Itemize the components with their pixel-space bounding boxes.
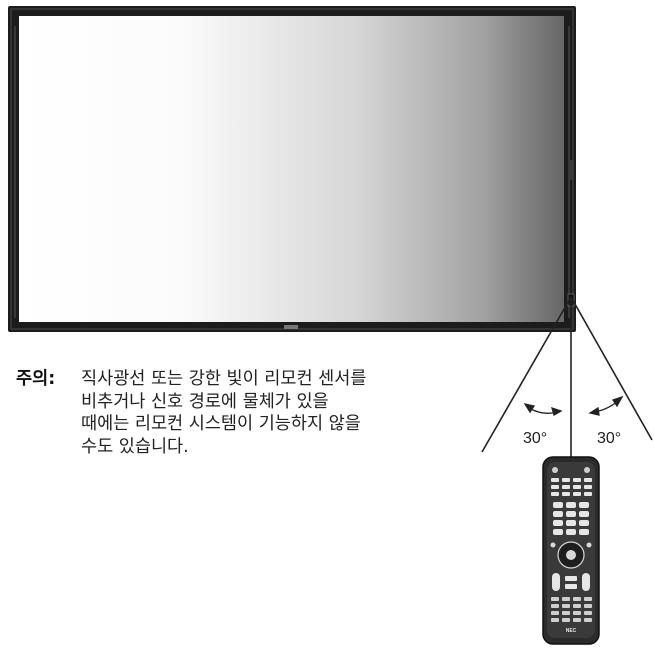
remote-button-grid-top bbox=[551, 478, 592, 496]
arrowhead-right-start bbox=[588, 406, 600, 416]
caution-line: 비추거나 신호 경로에 물체가 있을 bbox=[81, 391, 329, 412]
remote-power-button bbox=[552, 467, 558, 473]
monitor-screen bbox=[19, 16, 564, 322]
monitor-logo bbox=[284, 325, 298, 329]
angle-label-right: 30° bbox=[597, 430, 621, 447]
caution-line: 수도 있습니다. bbox=[81, 436, 189, 457]
arrowhead-left-start bbox=[523, 403, 536, 414]
angle-label-left: 30° bbox=[523, 430, 547, 447]
remote-button-grid-bottom bbox=[551, 597, 592, 622]
remote-side-button-right bbox=[586, 542, 592, 548]
caution-line: 때에는 리모컨 시스템이 기능하지 않을 bbox=[81, 414, 361, 434]
monitor bbox=[8, 6, 576, 332]
signal-line-right bbox=[570, 296, 653, 441]
remote-mute-button-2 bbox=[565, 584, 577, 589]
remote-number-pad bbox=[553, 502, 589, 535]
remote-channel-rocker bbox=[582, 573, 590, 591]
signal-line-left bbox=[481, 296, 572, 453]
angle-arrows bbox=[523, 395, 624, 416]
remote-dpad-center bbox=[566, 550, 576, 560]
monitor-side-button bbox=[570, 160, 574, 180]
remote-control: NEC bbox=[542, 456, 600, 645]
arrowhead-left-end bbox=[551, 406, 563, 416]
caution-line: 직사광선 또는 강한 빛이 리모컨 센서를 bbox=[81, 369, 367, 389]
caution-text: 직사광선 또는 강한 빛이 리모컨 센서를 비추거나 신호 경로에 물체가 있을… bbox=[81, 368, 481, 458]
arrowhead-right-end bbox=[611, 395, 624, 408]
remote-side-button-left bbox=[550, 542, 556, 548]
remote-power-button-2 bbox=[584, 467, 590, 473]
caution-label: 주의: bbox=[16, 369, 56, 389]
remote-mute-button bbox=[565, 576, 577, 581]
remote-volume-rocker bbox=[552, 573, 560, 591]
remote-brand-logo: NEC bbox=[566, 628, 577, 634]
